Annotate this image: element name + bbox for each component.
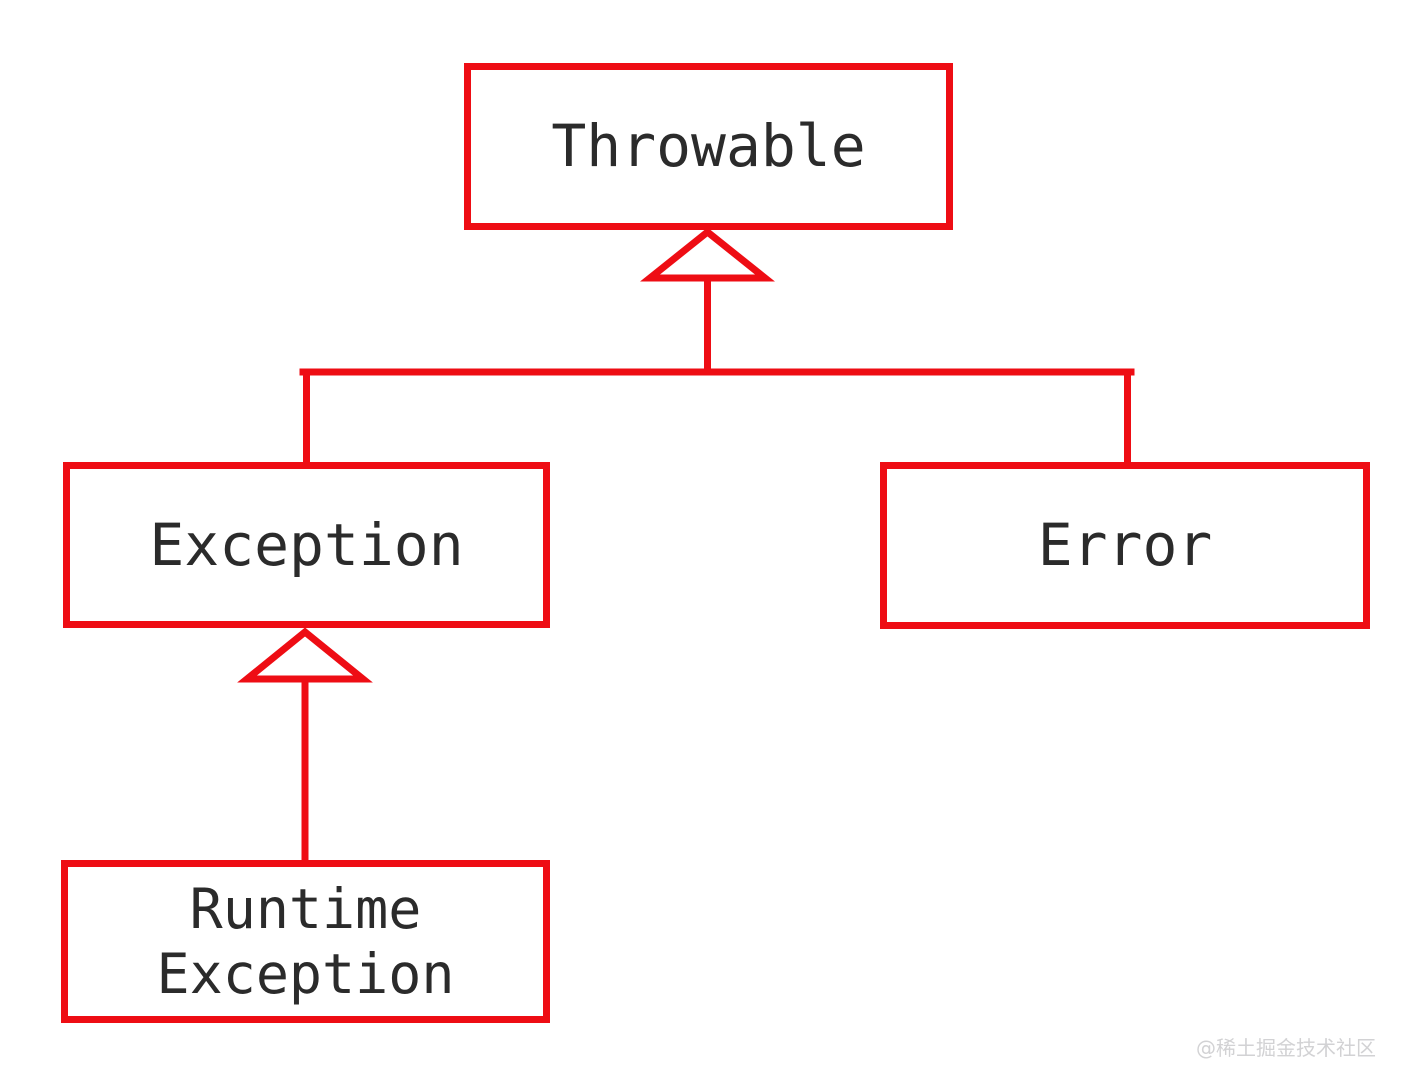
class-box-error[interactable]: Error bbox=[880, 462, 1370, 629]
edge-throwable-subclasses bbox=[299, 227, 1135, 466]
watermark-text: @稀土掘金技术社区 bbox=[1196, 1036, 1376, 1060]
class-box-runtime-exception[interactable]: Runtime Exception bbox=[61, 860, 550, 1023]
arrowhead-inheritance-exception bbox=[237, 627, 373, 683]
arrowhead-inheritance-throwable bbox=[640, 227, 775, 282]
edge-runtimeexception-exception bbox=[237, 627, 373, 862]
class-name-error: Error bbox=[1037, 511, 1213, 580]
class-name-runtime-exception: Runtime Exception bbox=[156, 876, 455, 1006]
class-box-throwable[interactable]: Throwable bbox=[464, 63, 953, 230]
class-name-exception: Exception bbox=[149, 510, 464, 579]
class-box-exception[interactable]: Exception bbox=[63, 462, 550, 628]
class-name-throwable: Throwable bbox=[551, 112, 866, 181]
